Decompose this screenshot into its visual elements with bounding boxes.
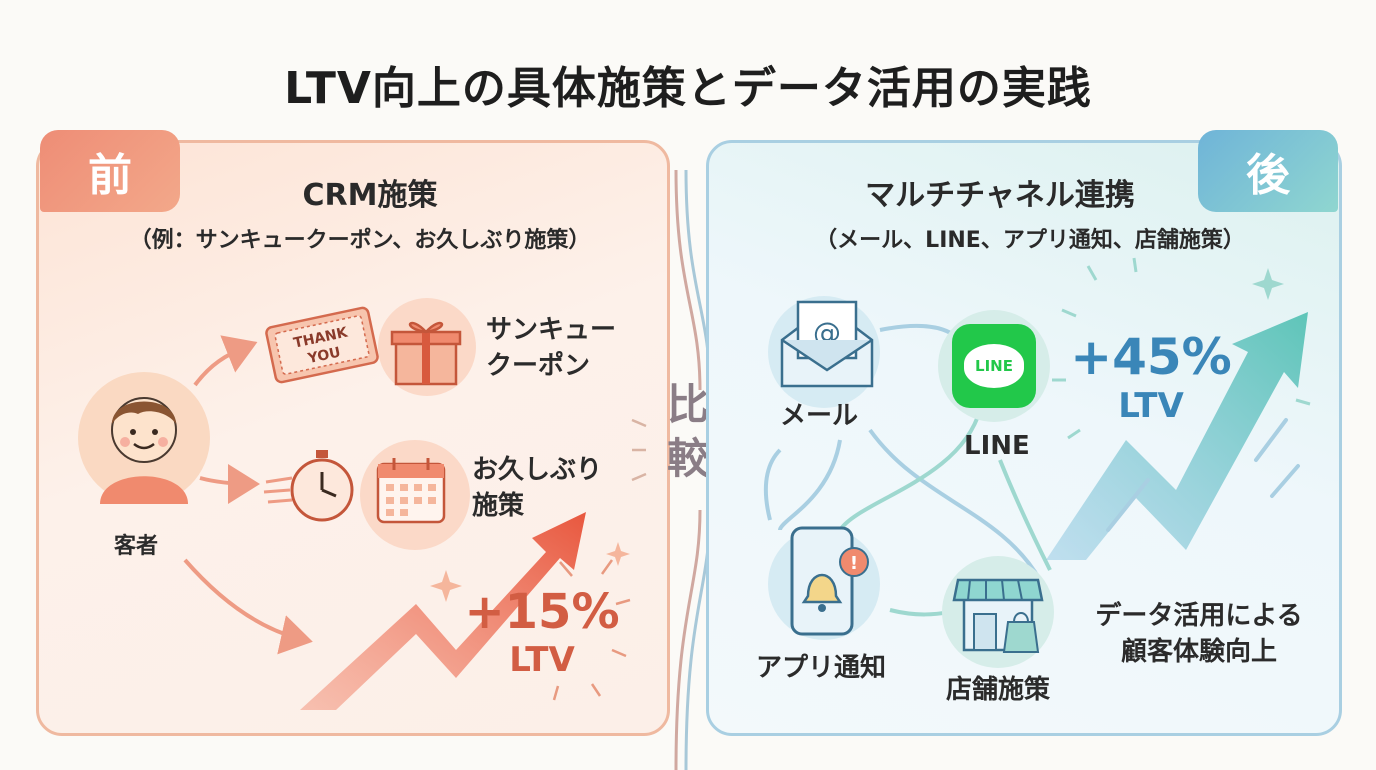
customer-icon [100,397,188,504]
gift-icon [390,321,462,386]
before-heading: CRM施策 [302,178,438,213]
coupon-label-2: クーポン [486,351,591,381]
compare-label: 比較 [640,378,736,486]
svg-text:!: ! [850,553,858,574]
after-tab: 後 [1198,130,1338,212]
before-result-metric: LTV [509,640,575,680]
mail-label: メール [780,401,859,431]
customer-label: 客者 [114,534,159,559]
before-subheading: （例：サンキュークーポン、お久しぶり施策） [129,228,591,253]
after-subheading: （メール、LINE、アプリ通知、店舗施策） [815,228,1245,253]
page-title: LTV向上の具体施策とデータ活用の実践 [284,63,1092,114]
store-label: 店舗施策 [946,675,1051,705]
after-caption-2: 顧客体験向上 [1120,637,1277,667]
ticket-icon: THANK YOU [265,306,379,384]
after-caption-1: データ活用による [1095,601,1303,631]
line-logo-icon: LINE [952,324,1036,408]
calendar-icon [376,458,446,524]
after-result-metric: LTV [1118,386,1184,426]
before-result-value: +15% [464,584,620,640]
mail-icon: @ [780,300,874,388]
before-tab: 前 [40,130,180,212]
after-result-value: +45% [1070,328,1232,386]
phone-bell-icon: ! [790,526,869,636]
reengage-label-1: お久しぶり [472,455,603,485]
coupon-label-1: サンキュー [486,315,617,345]
line-label: LINE [964,431,1030,461]
compare-text: 比較 [666,380,709,483]
growth-arrow-before [300,512,631,710]
store-icon [952,578,1044,653]
ticket-text-2: YOU [306,345,343,368]
app-label: アプリ通知 [756,653,887,683]
line-logo-text: LINE [964,344,1024,388]
after-heading: マルチチャネル連携 [865,178,1135,213]
growth-arrow-after [1046,257,1311,560]
stopwatch-icon [263,450,354,522]
reengage-label-2: 施策 [472,491,525,521]
